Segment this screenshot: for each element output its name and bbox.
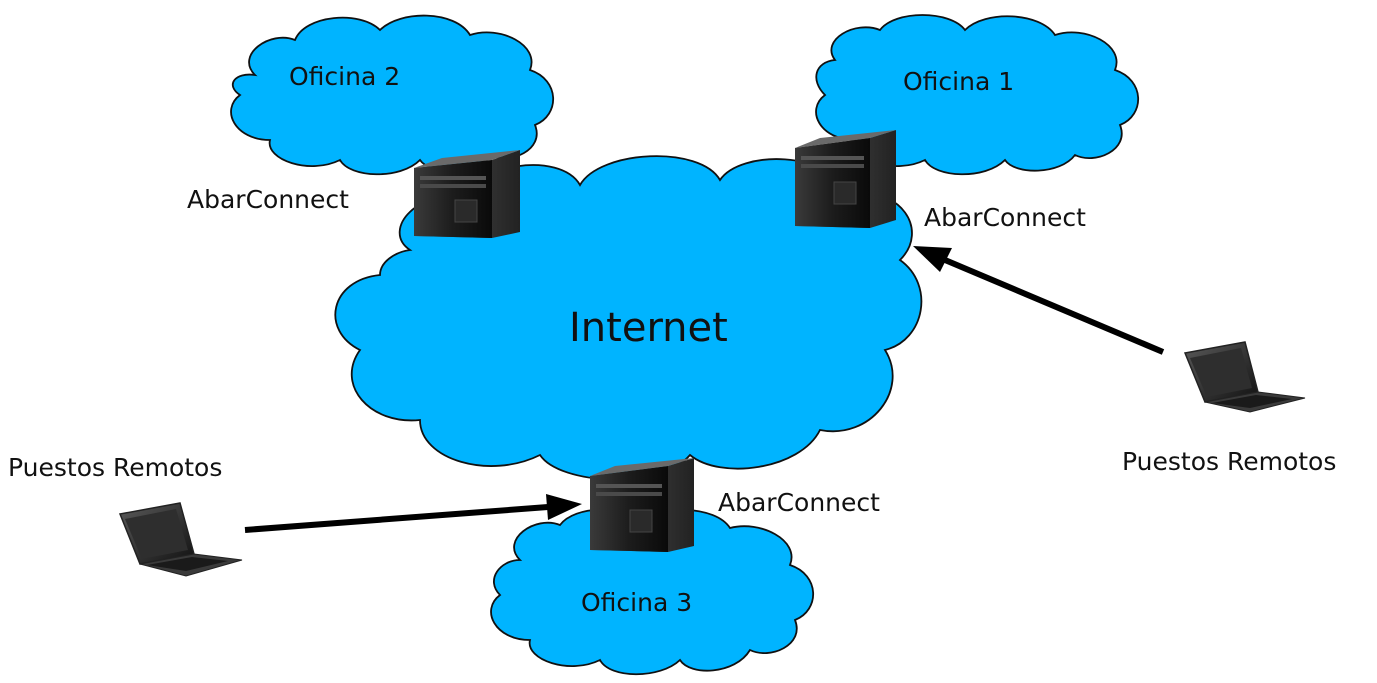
oficina-2-label: Oficina 2 <box>289 62 401 91</box>
oficina-2-cloud <box>230 14 555 176</box>
oficina-1-label: Oficina 1 <box>903 67 1015 96</box>
arrow-icon <box>913 246 1165 355</box>
server-2-label: AbarConnect <box>187 185 349 214</box>
laptop-icon <box>118 502 243 577</box>
server-tower-icon <box>414 150 520 238</box>
internet-label: Internet <box>569 305 728 351</box>
server-1-label: AbarConnect <box>924 203 1086 232</box>
oficina-3-label: Oficina 3 <box>581 588 693 617</box>
remote-left-label: Puestos Remotos <box>8 453 223 482</box>
server-3-label: AbarConnect <box>718 488 880 517</box>
arrow-icon <box>244 494 582 533</box>
server-tower-icon <box>795 130 896 228</box>
laptop-icon <box>1183 341 1306 413</box>
remote-right-label: Puestos Remotos <box>1122 447 1337 476</box>
server-tower-icon <box>590 458 694 552</box>
